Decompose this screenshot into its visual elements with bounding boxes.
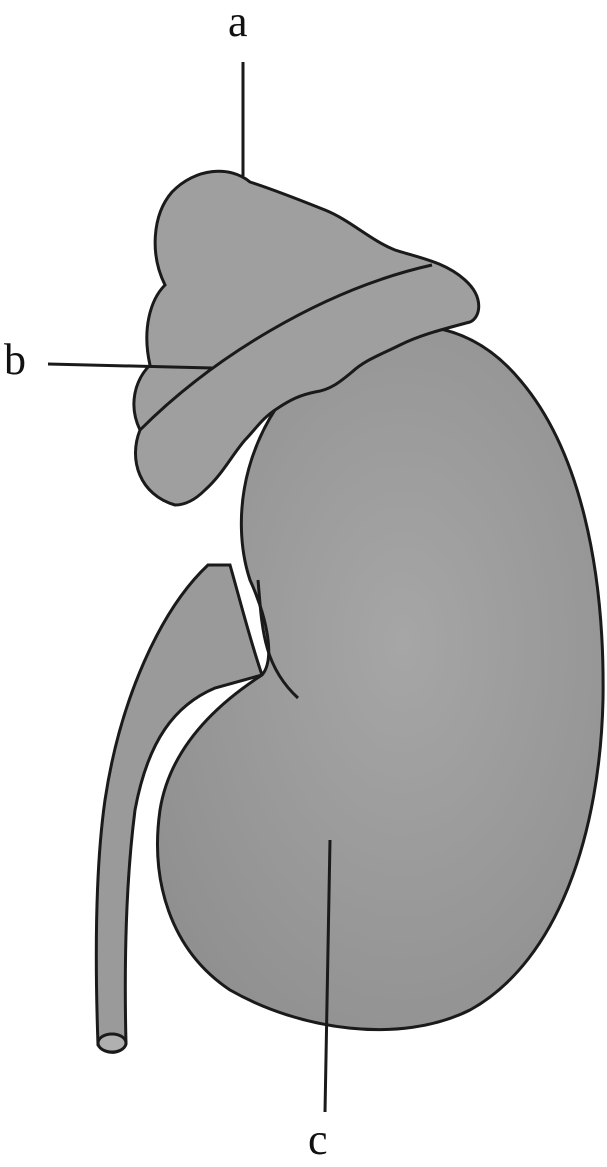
label-b: b bbox=[4, 338, 26, 382]
label-a: a bbox=[228, 0, 248, 44]
ureter-opening bbox=[98, 1034, 126, 1052]
label-c: c bbox=[308, 1118, 328, 1162]
